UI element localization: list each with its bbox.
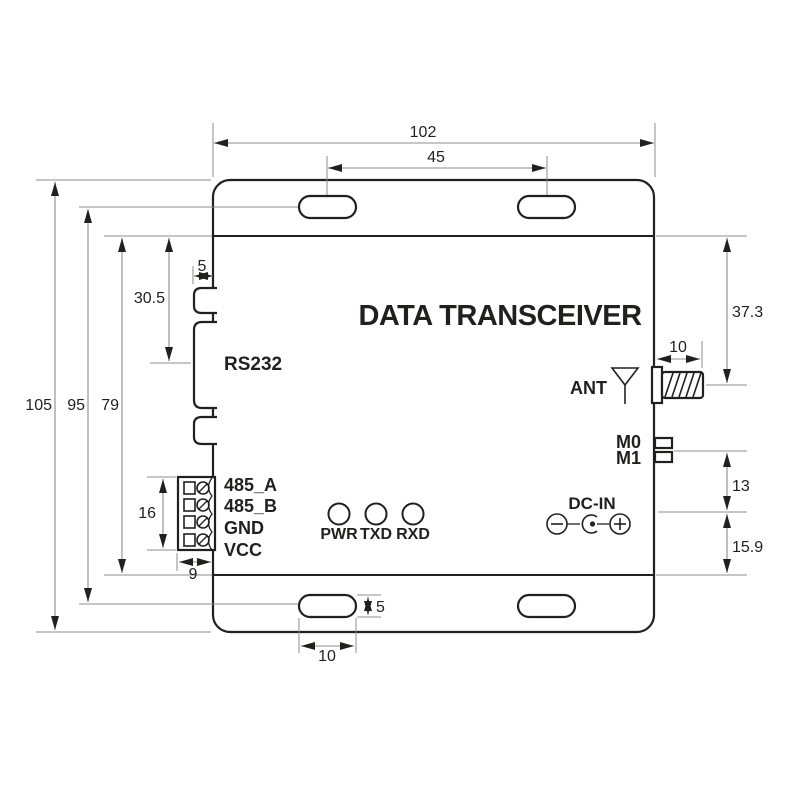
vcc-label: VCC <box>224 540 262 560</box>
rs232-label: RS232 <box>224 354 282 375</box>
rxd-label: RXD <box>396 526 430 543</box>
dim-value-slot-height: 5 <box>376 599 385 616</box>
dim-value-overall-height: 105 <box>25 397 52 414</box>
m1-label: M1 <box>616 448 641 468</box>
dimension-lines <box>36 123 747 653</box>
dimension-values: 102 45 105 95 79 30.5 5 16 9 10 37.3 13 … <box>25 124 763 665</box>
m0-label: M0 <box>616 432 641 452</box>
ant-label: ANT <box>570 378 607 398</box>
rs232-connector <box>192 320 217 410</box>
terminal-screw <box>196 498 210 512</box>
rxd-led <box>401 502 425 526</box>
terminal-screw <box>196 533 210 547</box>
m0-tab <box>653 436 674 450</box>
mount-slot-top-left <box>297 194 358 220</box>
terminal-position-3 <box>183 515 210 529</box>
dim-value-ant-offset: 37.3 <box>732 304 763 321</box>
pwr-led <box>327 502 351 526</box>
dim-value-terminal-height: 16 <box>138 505 156 522</box>
pwr-label: PWR <box>320 526 358 543</box>
screw-slot <box>198 517 208 527</box>
dim-value-tab-depth: 5 <box>198 258 207 275</box>
rs485-a-label: 485_A <box>224 475 277 495</box>
dim-value-dcin-to-bottom: 15.9 <box>732 539 763 556</box>
terminal-screw <box>196 481 210 495</box>
right-side-features <box>650 365 705 464</box>
screw-slot <box>198 535 208 545</box>
dc-in-label: DC-IN <box>568 494 615 513</box>
dim-value-ant-length: 10 <box>669 339 687 356</box>
txd-led <box>364 502 388 526</box>
terminal-screw <box>196 515 210 529</box>
rs232-screw-post-top <box>192 286 217 315</box>
dim-value-rs232-offset: 30.5 <box>134 290 165 307</box>
mount-slot-bottom-right <box>516 593 577 619</box>
terminal-position-1 <box>183 481 210 495</box>
txd-label: TXD <box>360 526 392 543</box>
enclosure-outline <box>211 178 656 634</box>
rs232-screw-post-bottom <box>192 415 217 446</box>
screw-slot <box>198 483 208 493</box>
dim-value-body-height: 79 <box>101 397 119 414</box>
left-side-connectors <box>176 286 217 552</box>
ant-connector-threads <box>664 372 702 398</box>
terminal-slot <box>183 481 196 495</box>
center-pin-dot <box>589 521 596 527</box>
terminal-slot <box>183 533 196 547</box>
panel-symbols <box>327 367 640 535</box>
dim-value-terminal-depth: 9 <box>189 566 198 583</box>
ant-connector-flange <box>650 365 664 405</box>
gnd-label: GND <box>224 518 264 538</box>
terminal-position-2 <box>183 498 210 512</box>
dim-value-m1-to-dcin: 13 <box>732 478 750 495</box>
terminal-slot <box>183 498 196 512</box>
dim-value-slot-spacing: 45 <box>427 149 445 166</box>
terminal-position-4 <box>183 533 210 547</box>
dim-value-overall-width: 102 <box>410 124 437 141</box>
dim-value-slot-width: 10 <box>318 648 336 665</box>
device-labels: DATA TRANSCEIVER RS232 485_A 485_B GND V… <box>224 300 643 560</box>
enclosure-body <box>211 178 656 634</box>
screw-slot <box>198 500 208 510</box>
mount-slot-bottom-left <box>297 593 358 619</box>
terminal-slot <box>183 515 196 529</box>
center-pin-icon <box>581 514 598 534</box>
dim-value-slot-center-height: 95 <box>67 397 85 414</box>
mount-slot-top-right <box>516 194 577 220</box>
dc-polarity-icon <box>546 513 631 535</box>
rs485-b-label: 485_B <box>224 496 277 516</box>
device-title: DATA TRANSCEIVER <box>358 300 642 332</box>
antenna-icon <box>610 367 640 404</box>
m1-tab <box>653 450 674 464</box>
